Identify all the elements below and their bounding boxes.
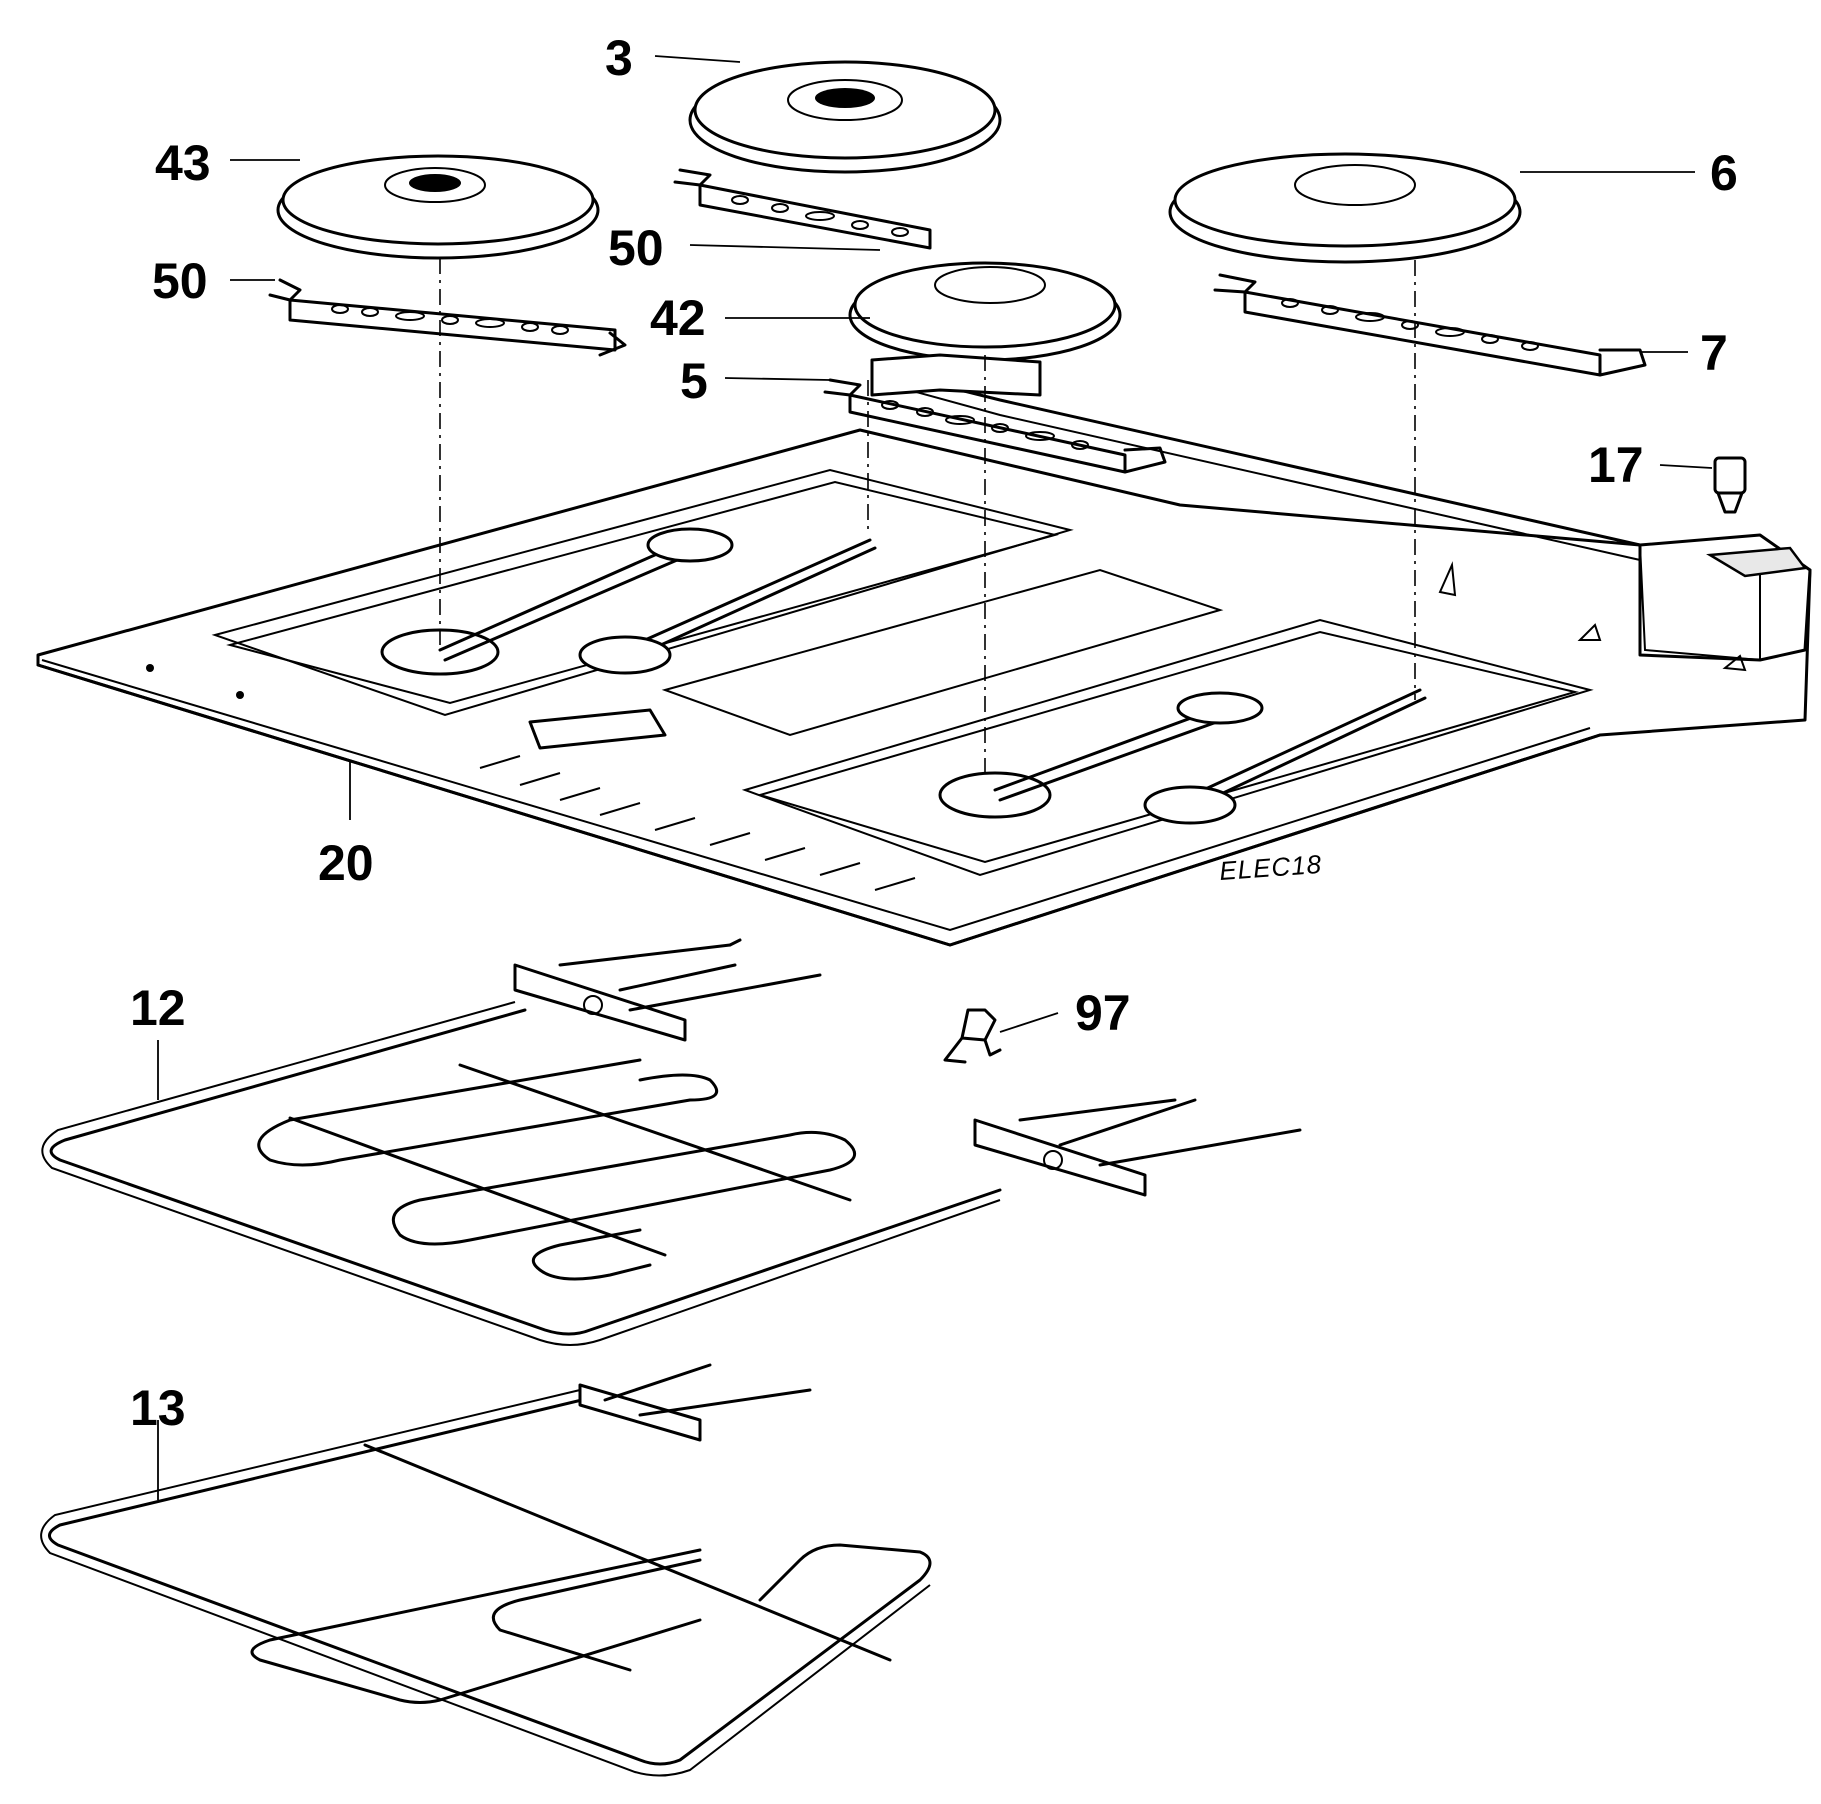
callout-5: 5 (680, 353, 708, 409)
callout-43: 43 (155, 135, 211, 191)
bracket-50-top (673, 168, 932, 250)
callout-20: 20 (318, 835, 374, 891)
callout-labels: 3 43 6 50 50 42 7 5 17 20 12 97 13 ELEC1… (130, 30, 1738, 1436)
hotplate-43 (276, 154, 600, 260)
callout-50-top: 50 (608, 220, 664, 276)
callout-42: 42 (650, 290, 706, 346)
bracket-50-left (268, 278, 627, 357)
hob-panel (36, 368, 1812, 947)
callout-7: 7 (1700, 325, 1728, 381)
hotplate-42 (848, 261, 1122, 362)
callout-6: 6 (1710, 145, 1738, 201)
leader-lines (157, 55, 1713, 1500)
hotplate-6 (1168, 152, 1522, 264)
terminal-block (870, 353, 1042, 397)
callout-50-left: 50 (152, 253, 208, 309)
callout-97: 97 (1075, 985, 1131, 1041)
clip-97 (943, 1008, 1002, 1064)
drawing-code: ELEC18 (1218, 849, 1323, 886)
callout-3: 3 (605, 30, 633, 86)
hotplate-3 (688, 60, 1002, 174)
heating-element-12 (41, 938, 1302, 1346)
cap-17 (1713, 456, 1747, 514)
callout-13: 13 (130, 1380, 186, 1436)
bracket-7 (1213, 273, 1647, 377)
alignment-lines (439, 258, 1416, 780)
callout-12: 12 (130, 980, 186, 1036)
bracket-5 (823, 378, 1167, 474)
heating-element-13 (40, 1363, 932, 1777)
callout-17: 17 (1588, 437, 1644, 493)
